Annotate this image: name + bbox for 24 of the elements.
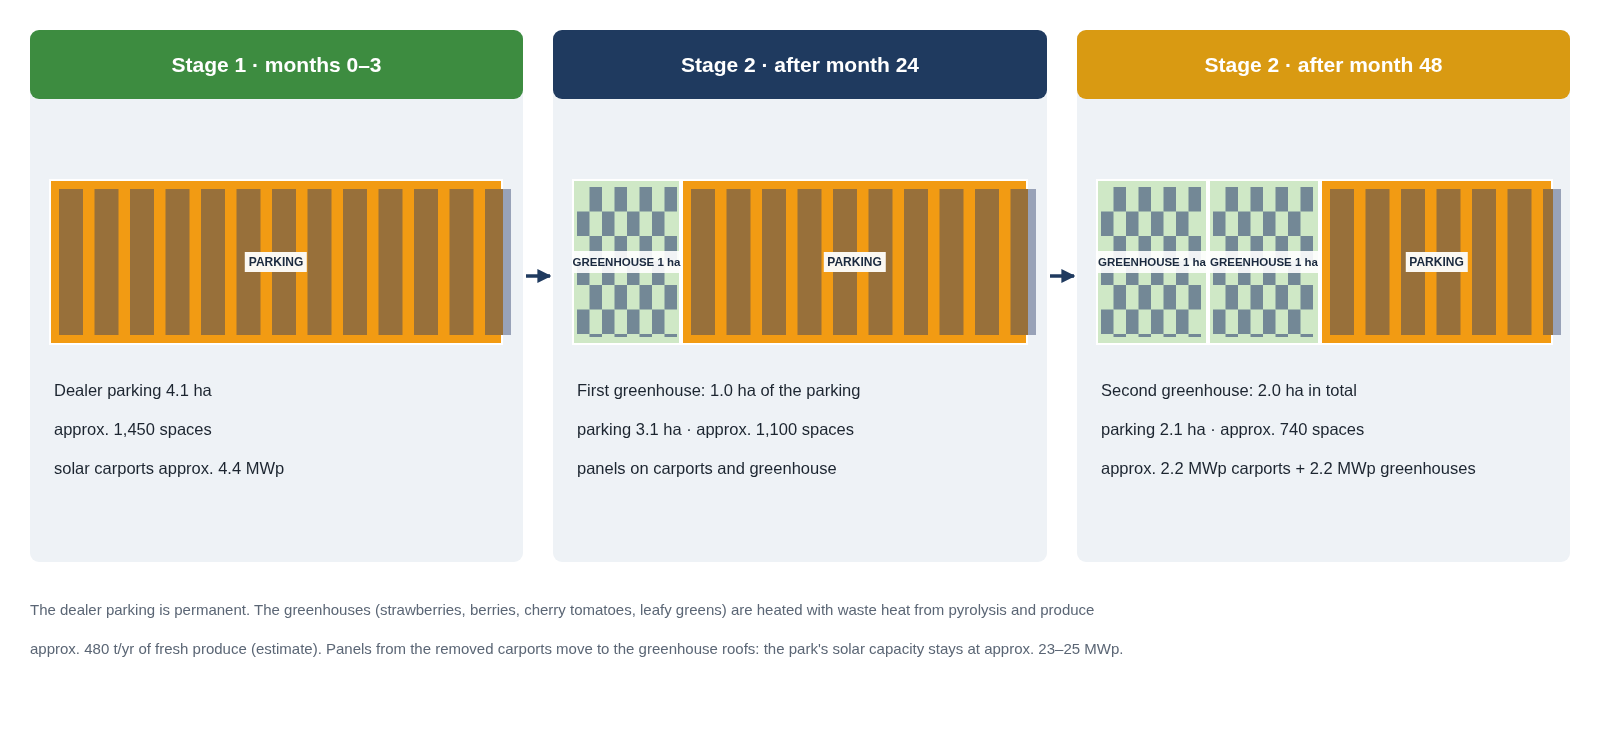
area-label: GREENHOUSE 1 ha (1208, 251, 1320, 273)
area-label: GREENHOUSE 1 ha (1096, 251, 1208, 273)
stage-detail: approx. 2.2 MWp carports + 2.2 MWp greenhouses (1101, 459, 1476, 478)
stage-detail: Second greenhouse: 2.0 ha in total (1101, 381, 1357, 400)
stage-detail: parking 2.1 ha · approx. 740 spaces (1101, 420, 1365, 439)
note-text: The dealer parking is permanent. The greenhouses (strawberries, berries, cherry tomatoes, leafy greens) are heated with waste heat from pyrolysis and produce approx. 480 t/yr of fresh produce (estimate). Panels from the removed carports move to the greenhouse roofs: the park's solar capacity stays at approx. 23–25 MWp. (30, 600, 1125, 659)
stage-detail: First greenhouse: 1.0 ha of the parking (577, 381, 861, 400)
stage-header: Stage 2 · after month 48 (1077, 30, 1570, 99)
stage-detail: Dealer parking 4.1 ha (54, 381, 212, 400)
stage-header: Stage 1 · months 0–3 (30, 30, 523, 99)
area-label: GREENHOUSE 1 ha (572, 251, 681, 273)
arrow (1050, 269, 1076, 283)
area-label: PARKING (244, 252, 308, 272)
stage-detail: solar carports approx. 4.4 MWp (54, 459, 285, 478)
arrow (526, 269, 552, 283)
stage-detail: panels on carports and greenhouse (577, 459, 837, 478)
stage-panel (1077, 30, 1570, 562)
stage-panel (553, 30, 1047, 562)
stage-header: Stage 2 · after month 24 (553, 30, 1047, 99)
stage-panel (30, 30, 523, 562)
stage-detail: approx. 1,450 spaces (54, 420, 212, 439)
stage-detail: parking 3.1 ha · approx. 1,100 spaces (577, 420, 854, 439)
area-label: PARKING (1405, 252, 1468, 272)
area-label: PARKING (823, 252, 886, 272)
